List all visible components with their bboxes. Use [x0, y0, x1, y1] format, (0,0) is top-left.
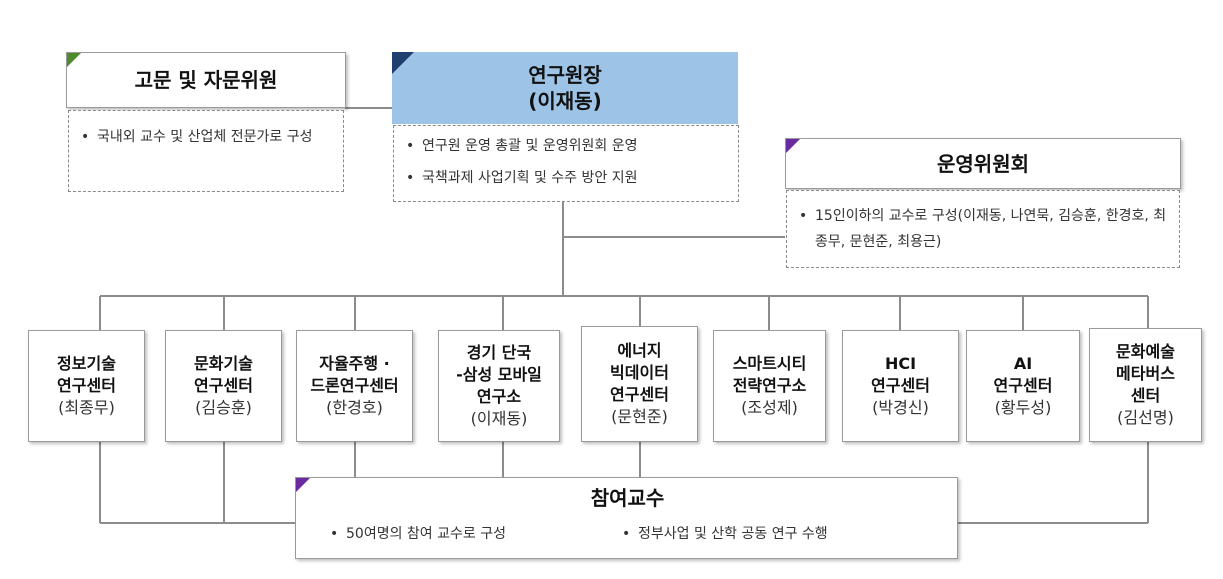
unit-box-9: 문화예술 메타버스 센터 (김선명): [1089, 328, 1202, 442]
unit-box-8: AI 연구센터 (황두성): [966, 330, 1080, 442]
participants-title: 참여교수: [590, 486, 665, 510]
committee-title-box: 운영위원회: [785, 138, 1181, 189]
unit-lead: (김승훈): [195, 398, 252, 417]
unit-name-line: 문화예술: [1116, 342, 1175, 361]
unit-name-line: 메타버스: [1116, 364, 1175, 383]
unit-name-line: 자율주행 ·: [319, 354, 390, 373]
director-bullet-1: 연구원 운영 총괄 및 운영위원회 운영: [402, 130, 730, 162]
committee-corner-mark: [786, 139, 800, 153]
unit-box-5: 에너지 빅데이터 연구센터 (문현준): [581, 326, 698, 442]
unit-name-line: 연구센터: [57, 376, 116, 395]
director-title: 연구원장: [528, 63, 602, 87]
unit-lead: (이재동): [470, 409, 528, 428]
advisory-detail-box: 국내외 교수 및 산업체 전문가로 구성: [68, 110, 344, 192]
participants-bullet-2: 정부사업 및 산학 공동 연구 수행: [618, 520, 828, 548]
unit-name-line: 센터: [1130, 386, 1161, 405]
unit-name-line: 전략연구소: [732, 376, 807, 395]
unit-name-line: 연구센터: [871, 376, 930, 395]
director-detail-box: 연구원 운영 총괄 및 운영위원회 운영 국책과제 사업기획 및 수주 방안 지…: [393, 125, 739, 202]
advisory-title-box: 고문 및 자문위원: [66, 52, 346, 108]
unit-name-line: 스마트시티: [732, 354, 807, 373]
unit-lead: (조성제): [741, 398, 798, 417]
committee-title: 운영위원회: [937, 151, 1029, 176]
unit-box-4: 경기 단국 -삼성 모바일 연구소 (이재동): [438, 330, 560, 442]
director-name: (이재동): [528, 89, 602, 113]
unit-box-1: 정보기술 연구센터 (최종무): [28, 330, 145, 442]
director-title-box: 연구원장 (이재동): [392, 52, 738, 124]
participants-bullets-2: 정부사업 및 산학 공동 연구 수행: [618, 520, 828, 548]
unit-name-line: 정보기술: [57, 354, 116, 373]
unit-name-line: 에너지: [617, 341, 662, 360]
unit-name-line: AI: [1013, 354, 1033, 373]
unit-box-2: 문화기술 연구센터 (김승훈): [165, 330, 282, 442]
director-bullet-2: 국책과제 사업기획 및 수주 방안 지원: [402, 162, 730, 194]
director-corner-mark: [392, 52, 414, 74]
unit-name-line: 연구센터: [993, 376, 1053, 395]
advisory-bullet: 국내외 교수 및 산업체 전문가로 구성: [77, 123, 331, 151]
unit-name-line: 드론연구센터: [310, 376, 399, 395]
advisory-title: 고문 및 자문위원: [134, 68, 278, 92]
unit-name-line: 연구소: [476, 387, 522, 406]
unit-box-3: 자율주행 · 드론연구센터 (한경호): [296, 330, 413, 442]
unit-name-line: 문화기술: [194, 354, 253, 373]
unit-name-line: 연구센터: [610, 385, 669, 404]
participants-bullet-1: 50여명의 참여 교수로 구성: [326, 520, 506, 548]
participants-title-wrap: 참여교수: [296, 482, 959, 514]
unit-lead: (최종무): [58, 398, 115, 417]
committee-detail-box: 15인이하의 교수로 구성(이재동, 나연묵, 김승훈, 한경호, 최종무, 문…: [786, 190, 1180, 268]
unit-name-line: 경기 단국: [466, 343, 532, 362]
participants-box: 참여교수 50여명의 참여 교수로 구성 정부사업 및 산학 공동 연구 수행: [295, 477, 958, 559]
participants-corner-mark: [296, 478, 310, 492]
unit-name-line: -삼성 모바일: [456, 365, 542, 384]
unit-name-line: 연구센터: [194, 376, 253, 395]
unit-box-7: HCI 연구센터 (박경신): [842, 330, 959, 442]
unit-name-line: 빅데이터: [610, 363, 669, 382]
unit-lead: (김선명): [1117, 408, 1174, 427]
unit-lead: (황두성): [994, 398, 1052, 417]
unit-lead: (한경호): [326, 398, 383, 417]
unit-box-6: 스마트시티 전략연구소 (조성제): [713, 330, 826, 442]
unit-lead: (박경신): [872, 398, 929, 417]
unit-lead: (문현준): [611, 407, 668, 426]
committee-bullet: 15인이하의 교수로 구성(이재동, 나연묵, 김승훈, 한경호, 최종무, 문…: [795, 203, 1169, 255]
advisory-corner-mark: [67, 53, 81, 67]
participants-bullets: 50여명의 참여 교수로 구성: [326, 520, 506, 548]
unit-name-line: HCI: [884, 354, 917, 373]
